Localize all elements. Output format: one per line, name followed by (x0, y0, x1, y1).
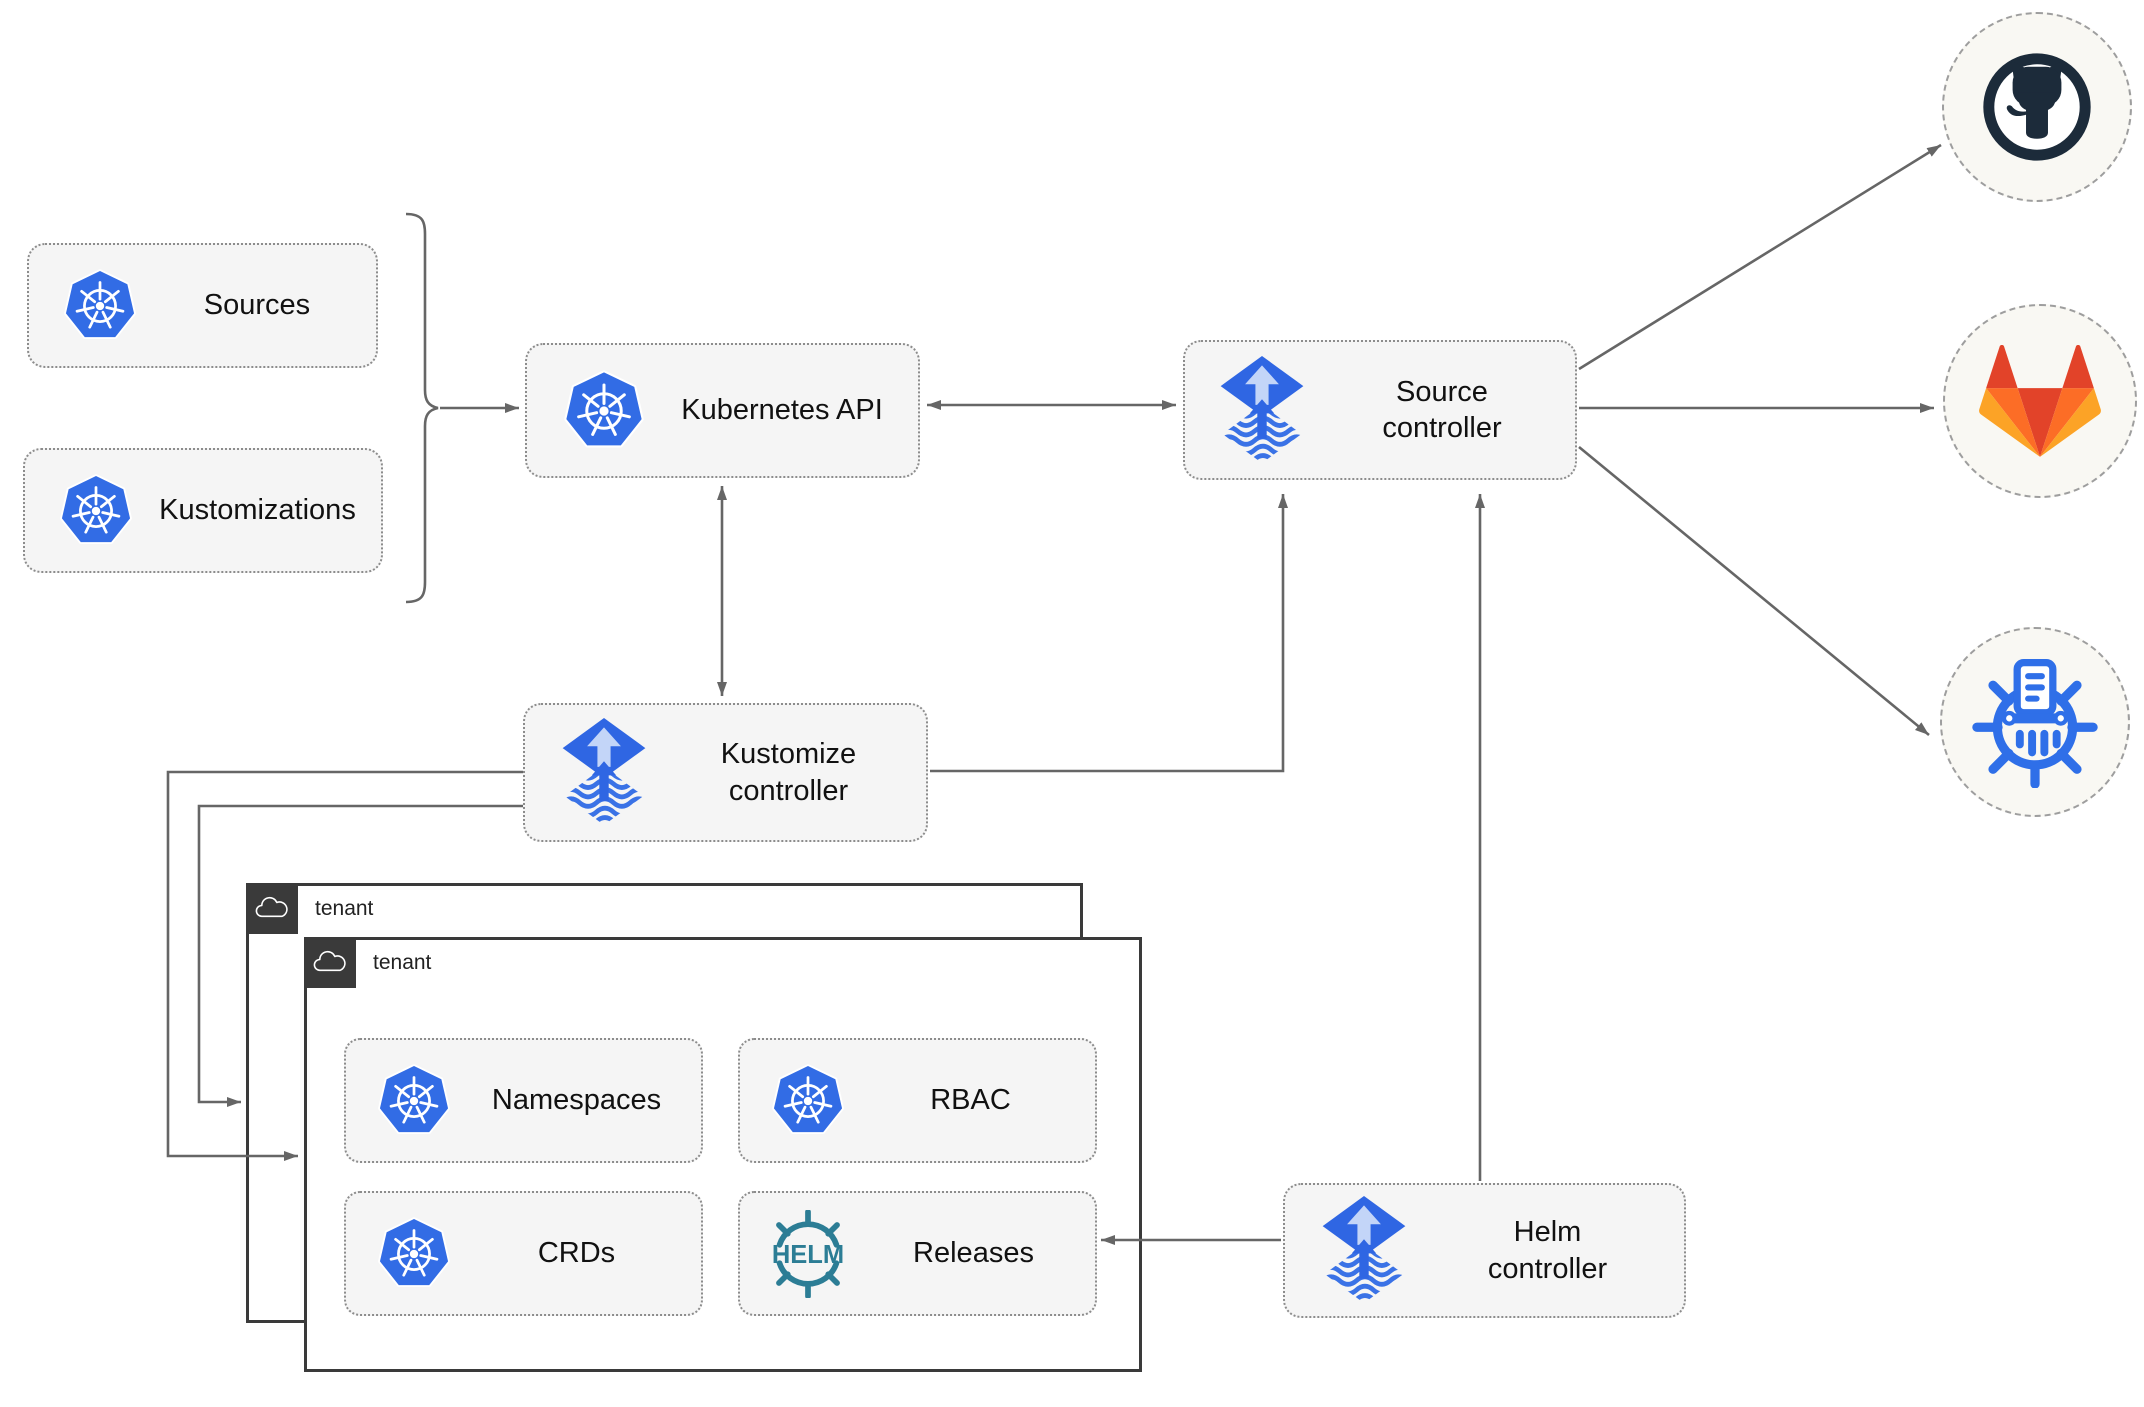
node-namespaces: Namespaces (344, 1038, 703, 1163)
tenant-front-label: tenant (373, 951, 432, 974)
kubernetes-icon (62, 269, 138, 343)
node-source-controller-label: Source controller (1382, 375, 1502, 444)
kubernetes-icon (58, 474, 134, 548)
tenant-badge (304, 937, 356, 988)
kubernetes-manifests-icon (1969, 656, 2101, 788)
provider-gitlab (1943, 304, 2137, 498)
kubernetes-icon (376, 1217, 452, 1291)
cloud-icon (312, 950, 348, 975)
provider-manifests (1940, 627, 2130, 817)
node-releases: Releases (738, 1191, 1097, 1316)
kubernetes-icon (376, 1064, 452, 1138)
node-kubernetes-api: Kubernetes API (525, 343, 920, 478)
node-source-controller: Source controller (1183, 340, 1577, 480)
node-helm-controller: Helm controller (1283, 1183, 1686, 1318)
node-crds-label: CRDs (537, 1237, 616, 1270)
node-rbac: RBAC (738, 1038, 1097, 1163)
kubernetes-icon (770, 1064, 846, 1138)
node-crds: CRDs (344, 1191, 703, 1316)
node-releases-label: Releases (913, 1237, 1034, 1270)
edge-source-manifests (1578, 445, 1930, 737)
github-icon (1976, 46, 2098, 168)
node-helm-controller-label: Helm controller (1487, 1216, 1608, 1285)
provider-github (1942, 12, 2132, 202)
kubernetes-icon (562, 370, 646, 452)
node-kustomizations-label: Kustomizations (159, 494, 356, 527)
edge-source-github (1578, 143, 1942, 371)
node-kustomizations: Kustomizations (23, 448, 383, 573)
edge-kustomize-source (930, 494, 1288, 773)
node-sources: Sources (27, 243, 378, 368)
node-sources-label: Sources (203, 289, 311, 322)
node-namespaces-label: Namespaces (491, 1084, 662, 1117)
cloud-icon (254, 896, 290, 921)
node-kustomize-controller: Kustomize controller (523, 703, 928, 842)
tenant-badge (246, 883, 298, 934)
flux-icon (1317, 1196, 1411, 1305)
tenant-container-front: tenant Namespaces RBAC CRDs Releases (304, 937, 1142, 1372)
tenant-back-label: tenant (315, 897, 374, 920)
gitlab-icon (1979, 345, 2101, 457)
flux-icon (1215, 356, 1309, 465)
flux-icon (557, 718, 651, 827)
node-kubernetes-api-label: Kubernetes API (681, 394, 883, 427)
edge-brace-group (405, 212, 439, 604)
helm-icon (764, 1210, 852, 1298)
node-rbac-label: RBAC (930, 1084, 1011, 1117)
node-kustomize-controller-label: Kustomize controller (720, 738, 857, 807)
